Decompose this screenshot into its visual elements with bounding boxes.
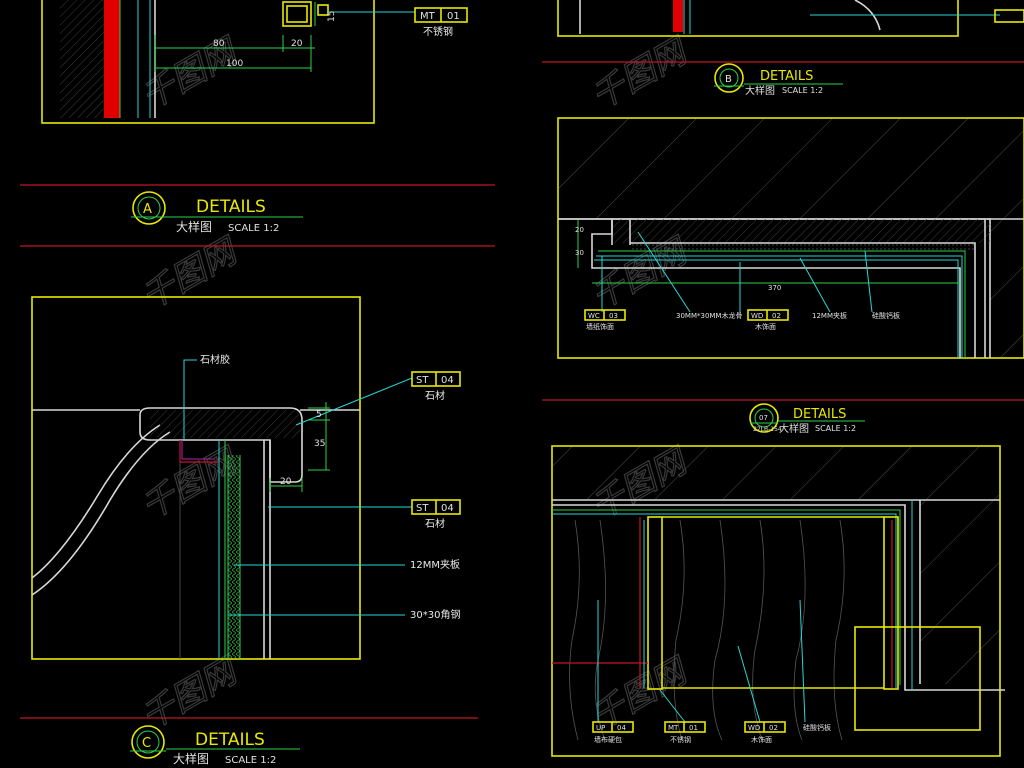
detail-bubble bbox=[749, 403, 779, 433]
callout-label: 硅酸钙板 bbox=[803, 723, 831, 732]
detail-title: DETAILS bbox=[195, 730, 265, 750]
detail-bubble bbox=[714, 63, 744, 93]
note-label: 石材胶 bbox=[200, 353, 230, 366]
dim-label: 20 bbox=[291, 39, 303, 49]
watermark: 千图网 bbox=[135, 650, 247, 738]
dim-label: 20 bbox=[280, 477, 292, 487]
material-tag: WD 02 木饰面 bbox=[744, 721, 786, 744]
tag-code: ST bbox=[416, 503, 429, 514]
dim-label: 5 bbox=[316, 410, 322, 420]
detail-frame bbox=[31, 296, 361, 660]
tag-code: WD bbox=[748, 724, 760, 732]
detail-bubble bbox=[132, 191, 166, 225]
detail-subtitle: 大样图 bbox=[173, 751, 209, 766]
detail-d-wall-panel: UP 04 墙布硬包 MT 01 不锈钢 WD 02 木饰面 硅酸钙板 bbox=[551, 445, 1005, 757]
dim-label: 100 bbox=[226, 59, 243, 69]
detail-letter: C bbox=[142, 736, 151, 751]
tag-num: 03 bbox=[609, 312, 618, 320]
dim-label: 15 bbox=[327, 11, 337, 22]
watermark: 千图网 bbox=[135, 30, 247, 118]
detail-frame bbox=[551, 445, 1001, 757]
detail-scale: SCALE 1:2 bbox=[782, 86, 823, 95]
material-tag: ST 04 石材 bbox=[411, 499, 461, 530]
detail-letter: B bbox=[725, 74, 732, 85]
detail-scale: SCALE 1:2 bbox=[815, 424, 856, 433]
tag-code: UP bbox=[596, 724, 605, 732]
stone-profile bbox=[139, 407, 303, 483]
detail-letter: A bbox=[143, 202, 152, 217]
tag-num: 04 bbox=[441, 503, 454, 514]
detail-subtitle: 大样图 bbox=[745, 84, 775, 97]
tag-label: 不锈钢 bbox=[423, 25, 453, 38]
detail-bubble bbox=[131, 725, 165, 759]
dim-label: 370 bbox=[768, 284, 781, 292]
tag-label: 木饰面 bbox=[751, 735, 772, 744]
tag-num: 02 bbox=[772, 312, 781, 320]
detail-frame bbox=[557, 117, 1024, 359]
dim-label: 20 bbox=[575, 226, 584, 234]
tag-num: 04 bbox=[441, 375, 454, 386]
detail-c-stone-edge: 石材胶 ST 04 石材 ST 04 石材 12MM夹板 30*30角钢 5 3… bbox=[31, 296, 461, 660]
tag-label: 不锈钢 bbox=[670, 735, 691, 744]
callout-label: 30MM*30MM木龙骨 bbox=[676, 311, 742, 320]
steel-tube bbox=[282, 1, 312, 27]
callout-label: 30*30角钢 bbox=[410, 608, 460, 621]
detail-title: DETAILS bbox=[196, 197, 266, 217]
material-tag: WC 03 墙纸饰面 bbox=[584, 309, 626, 331]
material-tag: WD 02 木饰面 bbox=[747, 309, 789, 331]
tag-num: 01 bbox=[689, 724, 698, 732]
tag-label: 墙纸饰面 bbox=[586, 322, 614, 331]
watermark: 千图网 bbox=[585, 30, 697, 118]
detail-top-left: 80 20 100 15 MT 01 不锈钢 bbox=[41, 0, 468, 124]
dim-label: 35 bbox=[314, 439, 325, 449]
tag-code: MT bbox=[420, 11, 436, 22]
tag-num: 04 bbox=[617, 724, 626, 732]
dim-label: 80 bbox=[213, 39, 225, 49]
detail-sub-letter: 22LB-154 bbox=[753, 426, 782, 433]
detail-top-right bbox=[557, 0, 1024, 37]
detail-title-a: A DETAILS 大样图 SCALE 1:2 bbox=[131, 191, 303, 234]
detail-subtitle: 大样图 bbox=[779, 422, 809, 435]
detail-letter: 07 bbox=[759, 414, 768, 422]
detail-scale: SCALE 1:2 bbox=[225, 755, 276, 766]
tag-num: 01 bbox=[447, 11, 460, 22]
material-tag: MT 01 不锈钢 bbox=[414, 7, 468, 38]
material-tag: ST 04 石材 bbox=[411, 371, 461, 402]
material-tag: UP 04 墙布硬包 bbox=[592, 721, 634, 744]
detail-title-b: B DETAILS 大样图 SCALE 1:2 bbox=[714, 63, 843, 97]
detail-frame bbox=[557, 0, 959, 37]
tag-code: WD bbox=[751, 312, 763, 320]
detail-title: DETAILS bbox=[793, 407, 846, 422]
tag-code: ST bbox=[416, 375, 429, 386]
red-fill-band bbox=[104, 0, 120, 118]
tag-code: MT bbox=[668, 724, 679, 732]
dim-label: 30 bbox=[575, 249, 584, 257]
tag-code: WC bbox=[588, 312, 600, 320]
callout-label: 12MM夹板 bbox=[812, 311, 847, 320]
tag-label: 石材 bbox=[425, 517, 445, 530]
detail-subtitle: 大样图 bbox=[176, 219, 212, 234]
watermark: 千图网 bbox=[135, 230, 247, 318]
tag-label: 墙布硬包 bbox=[594, 735, 622, 744]
callout-label: 12MM夹板 bbox=[410, 558, 460, 571]
detail-title-c: C DETAILS 大样图 SCALE 1:2 bbox=[130, 725, 300, 766]
detail-b-wall-section: 20 30 370 WC 03 墙纸饰面 30MM*30MM木龙骨 WD 02 … bbox=[557, 117, 1024, 359]
tag-label: 石材 bbox=[425, 389, 445, 402]
detail-title-d: 07 22LB-154 DETAILS 大样图 SCALE 1:2 bbox=[749, 403, 865, 435]
tag-label: 木饰面 bbox=[755, 322, 776, 331]
detail-scale: SCALE 1:2 bbox=[228, 223, 279, 234]
detail-title: DETAILS bbox=[760, 69, 813, 84]
material-tag: MT 01 不锈钢 bbox=[664, 721, 706, 744]
callout-label: 硅酸钙板 bbox=[872, 311, 900, 320]
detail-frame bbox=[41, 0, 375, 124]
tag-num: 02 bbox=[769, 724, 778, 732]
